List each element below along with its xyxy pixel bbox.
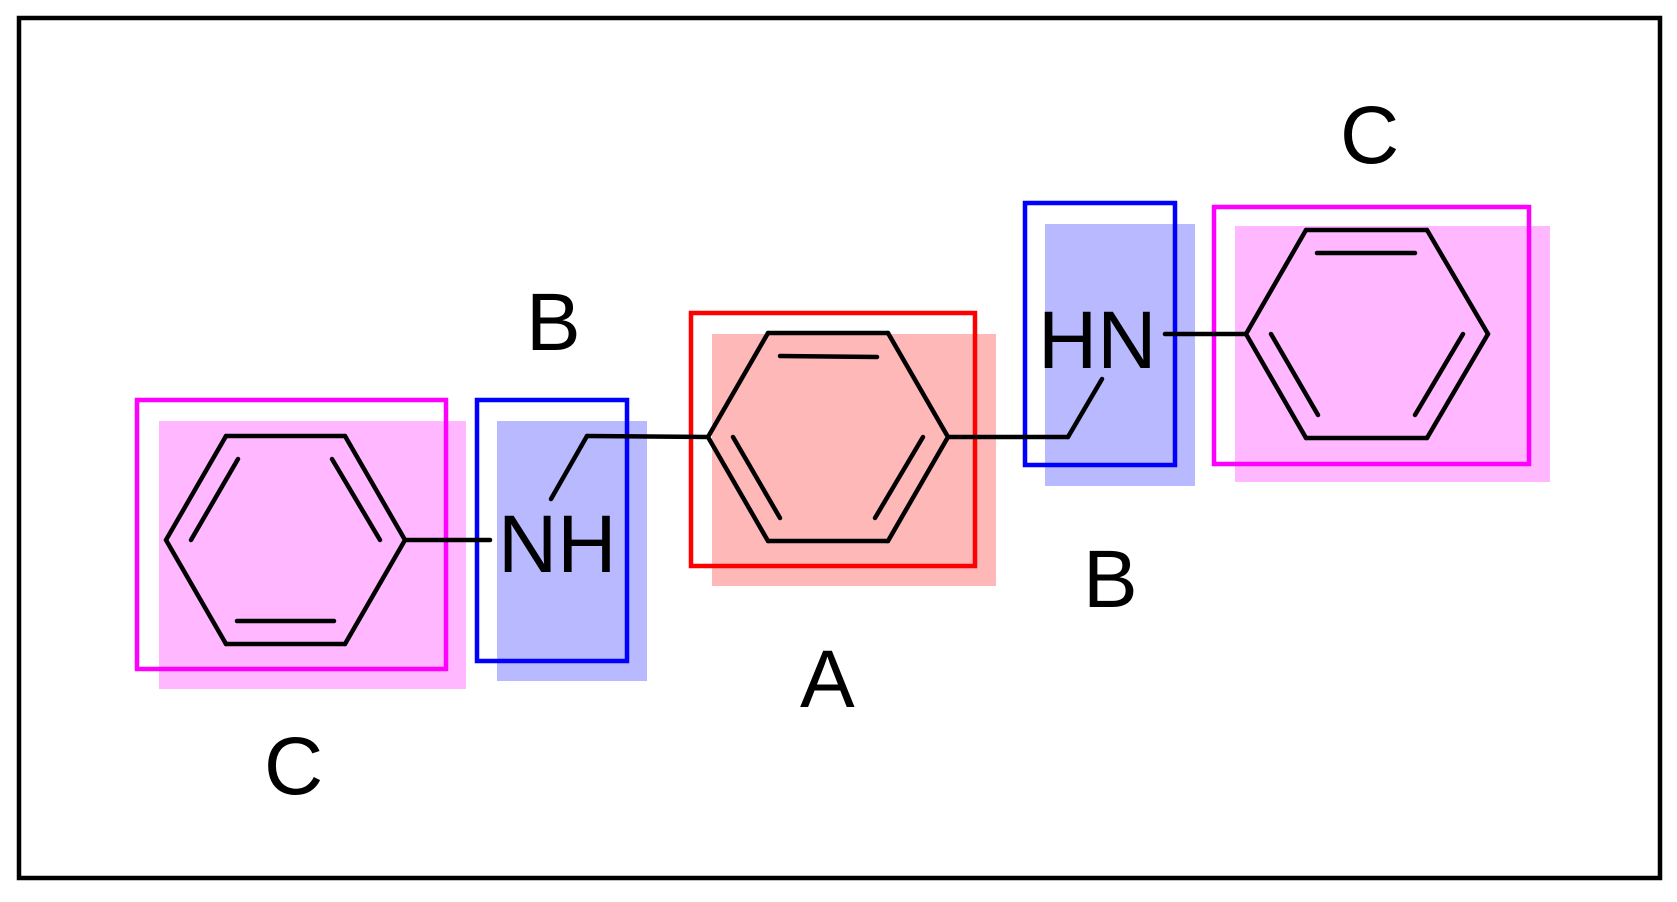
- fragment-c-left-box: [134, 397, 449, 672]
- diagram-frame: [16, 15, 1663, 881]
- benzene-ring-right: [1243, 227, 1491, 441]
- label-a-center: A: [800, 634, 855, 725]
- fragment-b-left-box: [474, 397, 630, 664]
- fragment-a-box: [688, 310, 978, 569]
- fragment-c-left-shadow: [159, 421, 466, 689]
- benzene-ring-left: [163, 433, 408, 647]
- nh-atom-label: NH: [498, 499, 616, 590]
- fragment-a-shadow: [712, 334, 996, 586]
- benzene-ring-center: [705, 330, 951, 544]
- linker-right: [945, 331, 1249, 440]
- label-c-left: C: [264, 721, 323, 812]
- label-b-left: B: [526, 277, 581, 368]
- fragment-b-right-shadow: [1045, 224, 1195, 486]
- label-b-right: B: [1083, 534, 1138, 625]
- linker-left: [402, 433, 711, 543]
- hn-atom-label: HN: [1038, 295, 1156, 386]
- label-c-right: C: [1340, 90, 1399, 181]
